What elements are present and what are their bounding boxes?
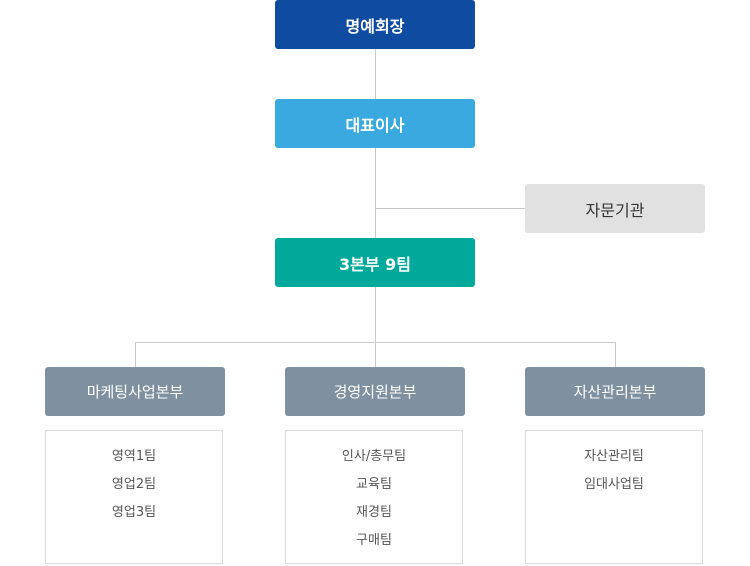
- team-item: 구매팀: [356, 533, 392, 548]
- connector-advisory: [375, 208, 525, 209]
- connector-division-right: [615, 342, 616, 367]
- advisory-label: 자문기관: [585, 200, 645, 220]
- team-item: 인사/총무팀: [341, 449, 407, 464]
- team-item: 임대사업팀: [584, 477, 644, 492]
- division-asset-box: 자산관리본부: [525, 367, 705, 416]
- team-list-asset: 자산관리팀 임대사업팀: [525, 430, 703, 564]
- honorary-chairman-label: 명예회장: [345, 16, 405, 36]
- team-list-marketing: 영역1팀 영업2팀 영업3팀: [45, 430, 223, 564]
- team-item: 영업2팀: [111, 477, 157, 492]
- team-list-management: 인사/총무팀 교육팀 재경팀 구매팀: [285, 430, 463, 564]
- team-item: 교육팀: [356, 477, 392, 492]
- team-item: 영업3팀: [111, 505, 157, 520]
- division-management-box: 경영지원본부: [285, 367, 465, 416]
- org-summary-box: 3본부 9팀: [275, 238, 475, 287]
- team-item: 재경팀: [356, 505, 392, 520]
- advisory-box: 자문기관: [525, 184, 705, 233]
- team-item: 영역1팀: [111, 449, 157, 464]
- connector-horizontal-divisions: [135, 342, 616, 343]
- division-label: 자산관리본부: [573, 383, 657, 401]
- ceo-box: 대표이사: [275, 99, 475, 148]
- division-label: 마케팅사업본부: [86, 383, 184, 401]
- team-item: 자산관리팀: [584, 449, 644, 464]
- connector-division-left: [135, 342, 136, 367]
- ceo-label: 대표이사: [345, 115, 405, 135]
- division-label: 경영지원본부: [333, 383, 417, 401]
- org-summary-label: 3본부 9팀: [339, 254, 411, 274]
- division-marketing-box: 마케팅사업본부: [45, 367, 225, 416]
- honorary-chairman-box: 명예회장: [275, 0, 475, 49]
